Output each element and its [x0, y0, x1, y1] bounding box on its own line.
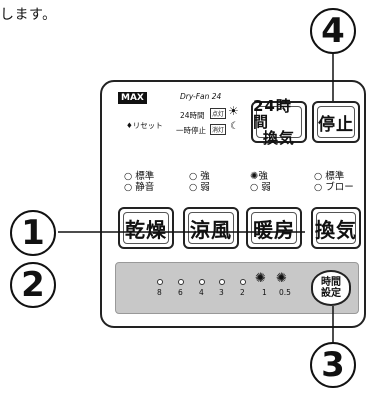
- timer-led-lit-icon: ✺: [276, 271, 287, 286]
- timer-value: 0.5: [279, 288, 291, 297]
- timer-value: 4: [199, 288, 204, 297]
- timer-led-lit-icon: ✺: [255, 271, 266, 286]
- timer-value: 1: [262, 288, 267, 297]
- timer-value: 6: [178, 288, 183, 297]
- dry-button[interactable]: 乾燥: [118, 207, 174, 249]
- brand-logo: MAX: [118, 92, 147, 104]
- mode-label-dry: ○ 標準○ 静音: [124, 171, 155, 193]
- reset-label: ♦リセット: [126, 121, 163, 130]
- heat-button[interactable]: 暖房: [246, 207, 302, 249]
- on-label: 点灯: [210, 108, 227, 119]
- callout-2: 2: [10, 262, 56, 308]
- callout-4: 4: [310, 8, 356, 54]
- pause-label: 一時停止: [176, 126, 206, 135]
- ventilation-button[interactable]: 換気: [311, 207, 361, 249]
- 24h-ventilation-button[interactable]: 24時間 換気: [251, 98, 307, 146]
- timer-led: [157, 279, 163, 285]
- callout-1: 1: [10, 210, 56, 256]
- sun-icon: ☀: [228, 104, 239, 118]
- cool-breeze-button[interactable]: 涼風: [183, 207, 239, 249]
- mode-label-heat: ✺強 ○ 弱: [250, 171, 271, 193]
- timer-led: [199, 279, 205, 285]
- instruction-text: します。: [0, 7, 57, 23]
- time-setting-button[interactable]: 時間 設定: [311, 270, 351, 306]
- timer-value: 2: [240, 288, 245, 297]
- hours24-label: 24時間: [180, 111, 205, 120]
- timer-led: [219, 279, 225, 285]
- mode-label-cool: ○ 強○ 弱: [189, 171, 210, 193]
- model-name: Dry-Fan 24: [180, 92, 222, 101]
- stop-button[interactable]: 停止: [312, 101, 360, 143]
- timer-value: 3: [219, 288, 224, 297]
- moon-icon: ☾: [230, 121, 239, 132]
- callout-3: 3: [310, 342, 356, 388]
- timer-led: [240, 279, 246, 285]
- off-label: 消灯: [210, 124, 227, 135]
- timer-value: 8: [157, 288, 162, 297]
- sun-icon: ✺: [250, 171, 259, 182]
- mode-label-vent: ○ 標準○ ブロー: [314, 171, 354, 193]
- timer-led: [178, 279, 184, 285]
